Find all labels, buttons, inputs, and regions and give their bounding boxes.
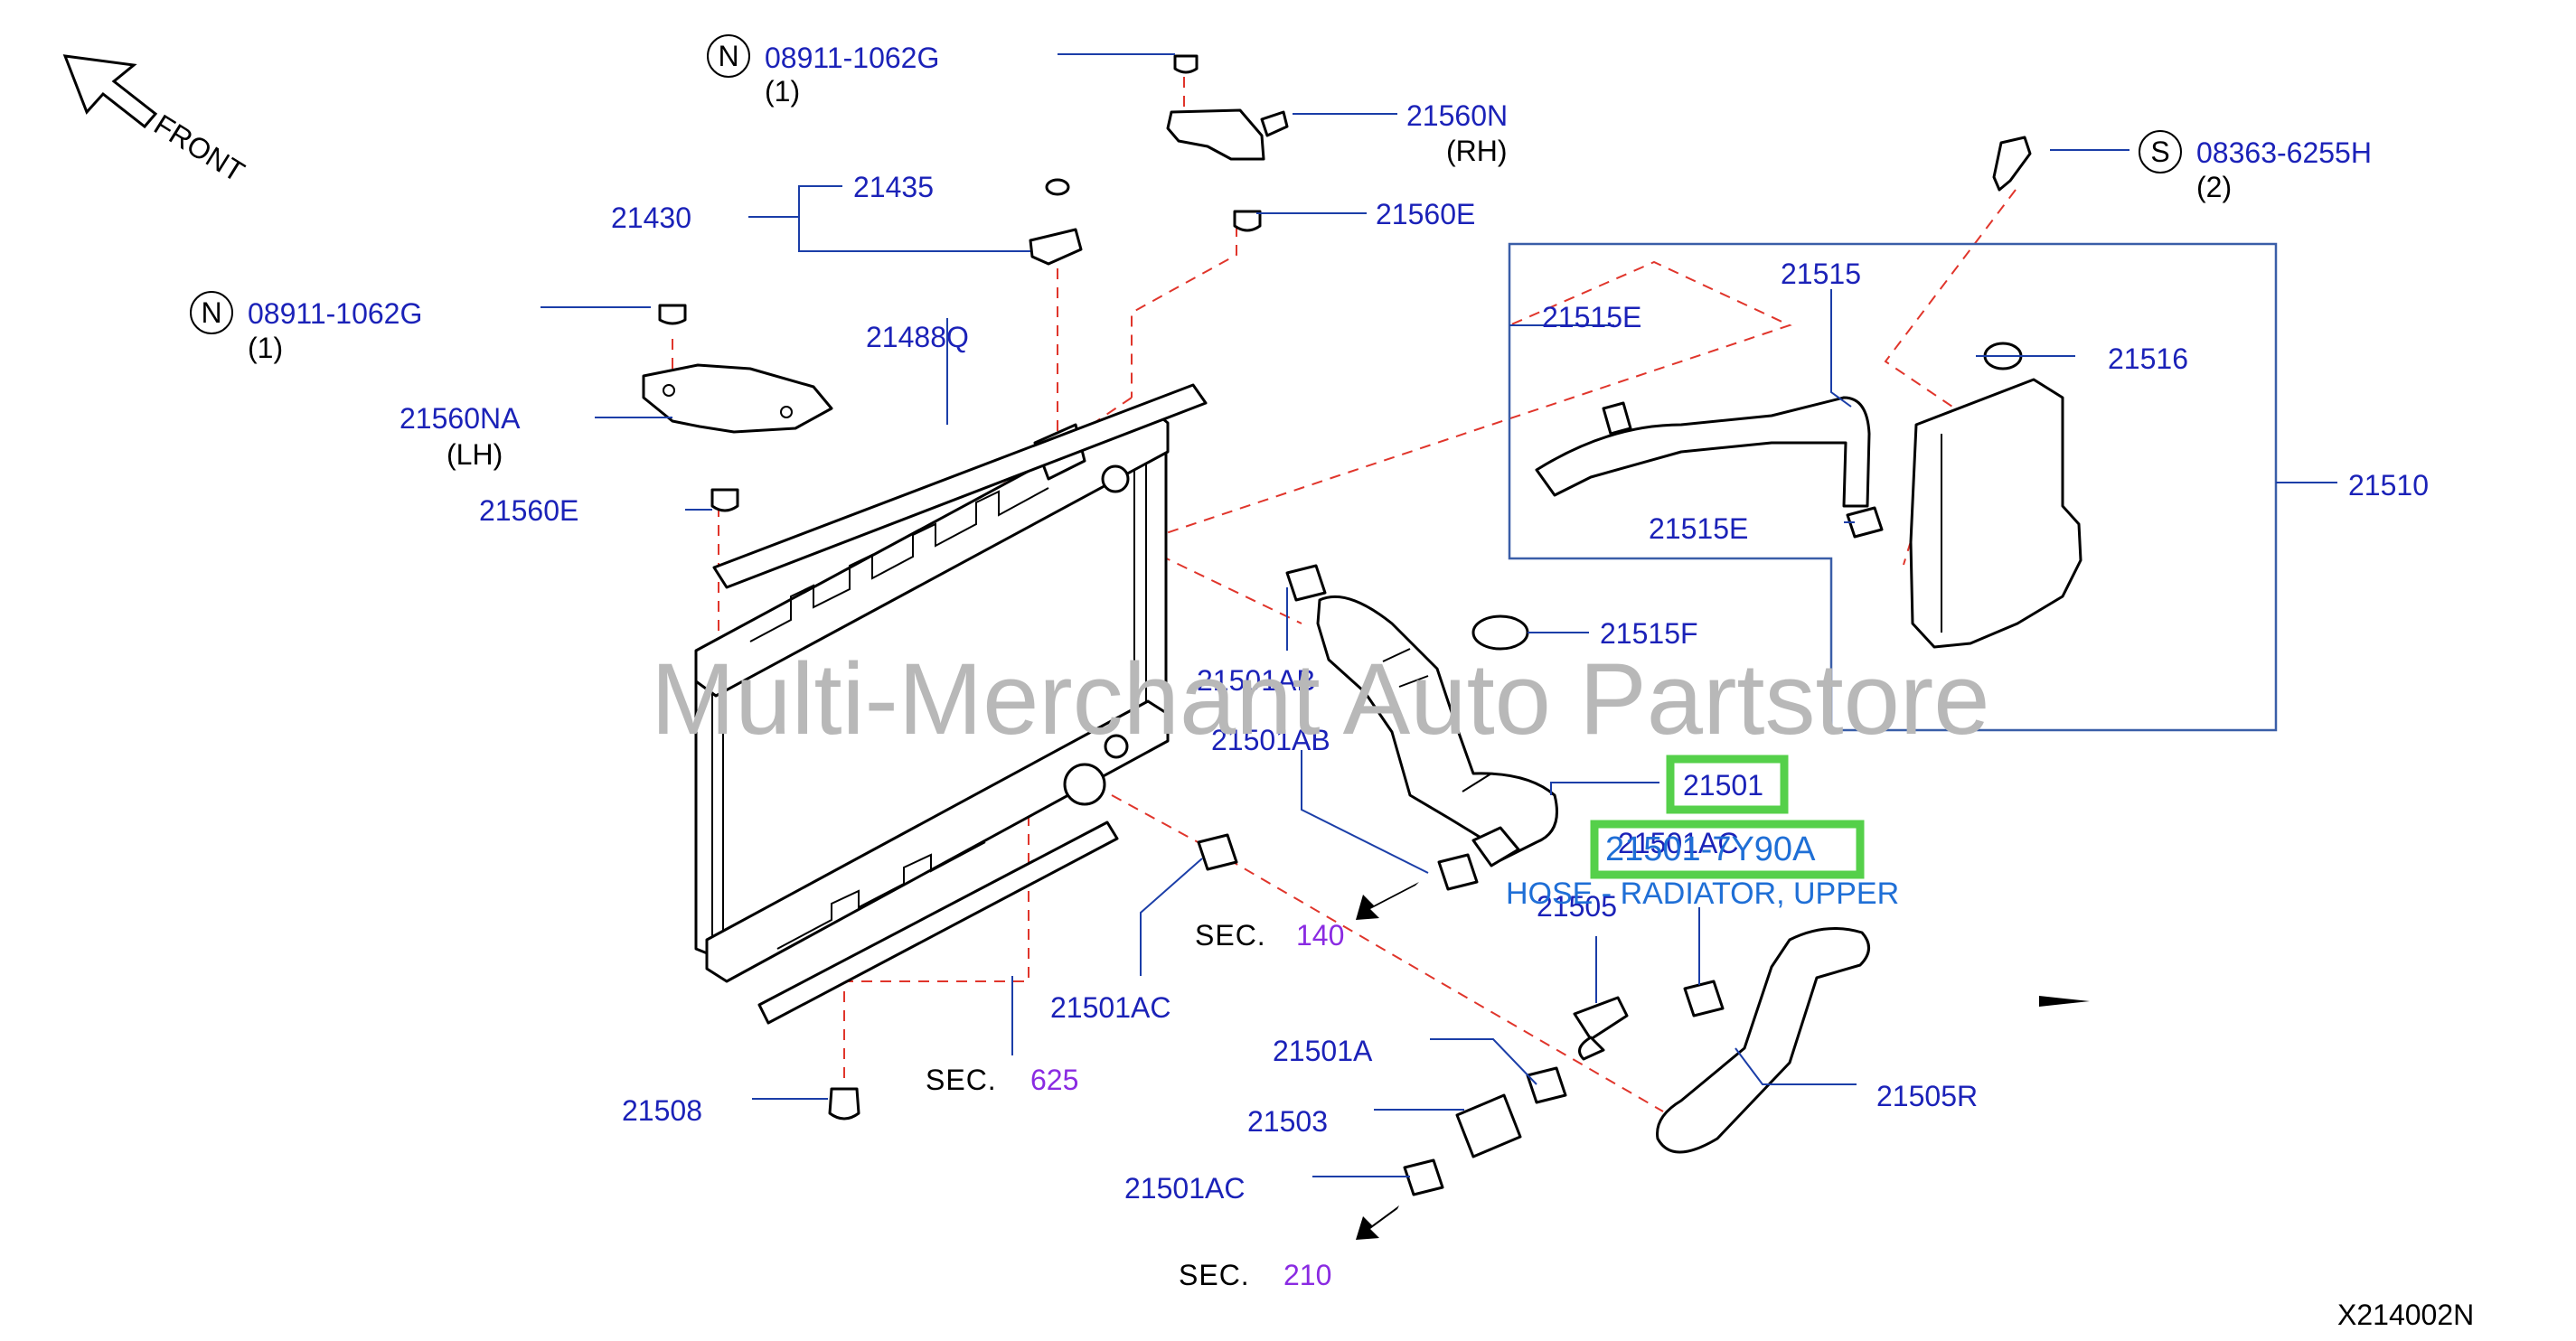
part-callouts: 21560N (RH) 21560E 21435 21430 21488Q 21…: [400, 99, 2429, 1205]
section-number-625[interactable]: 625: [1030, 1064, 1078, 1096]
section-label-210: SEC.: [1179, 1259, 1250, 1291]
mounting-brackets: [642, 108, 1289, 434]
highlight-box-part-number: [1666, 755, 1789, 814]
callout-21516[interactable]: 21516: [2108, 342, 2188, 375]
highlight-part-number[interactable]: 21501: [1683, 769, 1763, 802]
callout-21560E-left[interactable]: 21560E: [479, 494, 578, 527]
section-number-140[interactable]: 140: [1296, 919, 1344, 952]
highlighted-part: 21501 21501-7Y90A HOSE - RADIATOR, UPPER: [1506, 755, 1899, 911]
reservoir-kit-outline: [1508, 242, 2278, 732]
std-part-number-3[interactable]: 08363-6255H: [2196, 136, 2372, 169]
callout-21501AC-mid[interactable]: 21501AC: [1050, 991, 1170, 1024]
std-part-qty-1: (1): [765, 75, 800, 108]
callout-21505[interactable]: 21505: [1537, 890, 1617, 923]
callout-21560NA[interactable]: 21560NA: [400, 402, 521, 435]
std-part-number-2[interactable]: 08911-1062G: [248, 297, 422, 330]
callout-21501AC-low[interactable]: 21501AC: [1124, 1172, 1245, 1205]
highlight-oem-number[interactable]: 21501-7Y90A: [1605, 830, 1816, 868]
callout-21501AB-lower[interactable]: 21501AB: [1211, 724, 1330, 756]
callout-21515F[interactable]: 21515F: [1600, 617, 1698, 650]
std-part-qty-2: (1): [248, 332, 283, 364]
lower-radiator-hoses: [1455, 927, 1870, 1158]
callout-21510[interactable]: 21510: [2348, 469, 2429, 502]
callout-21501A[interactable]: 21501A: [1273, 1035, 1373, 1067]
upper-radiator-hose: [1316, 595, 1558, 867]
callout-rh-note: (RH): [1446, 135, 1508, 167]
highlight-description: HOSE - RADIATOR, UPPER: [1506, 877, 1899, 911]
callout-21505R[interactable]: 21505R: [1876, 1080, 1978, 1112]
hose-clamps: [1197, 564, 1725, 1196]
callout-21515[interactable]: 21515: [1781, 258, 1861, 290]
radiator-seals: [712, 383, 1208, 1025]
callout-21435[interactable]: 21435: [853, 171, 934, 203]
radiator-cap-and-bushings: [658, 54, 1262, 1121]
front-direction-arrow: FRONT: [62, 54, 250, 188]
front-label: FRONT: [148, 108, 250, 188]
coolant-reservoir: [1535, 136, 2082, 649]
standard-part-numbers: 08911-1062G (1) 08911-1062G (1) 08363-62…: [248, 42, 2372, 364]
callout-21560E-top[interactable]: 21560E: [1376, 198, 1475, 230]
callout-21515E-bottom[interactable]: 21515E: [1649, 512, 1748, 545]
section-arrows: [1356, 882, 2090, 1240]
std-symbol-3: S: [2150, 136, 2169, 168]
diagram-code: X214002N: [2337, 1299, 2474, 1331]
callout-21501AB-upper[interactable]: 21501AB: [1197, 664, 1316, 697]
callout-21503[interactable]: 21503: [1247, 1105, 1328, 1138]
std-part-number-1[interactable]: 08911-1062G: [765, 42, 939, 74]
watermark-text: Multi-Merchant Auto Partstore: [651, 642, 1989, 755]
callout-lh-note: (LH): [447, 438, 503, 471]
section-label-625: SEC.: [926, 1064, 997, 1096]
section-references: SEC. 140 SEC. 625 SEC. 210: [926, 919, 1344, 1291]
section-number-210[interactable]: 210: [1283, 1259, 1331, 1291]
callout-21488Q[interactable]: 21488Q: [866, 321, 969, 353]
std-symbol-2: N: [201, 296, 221, 329]
callout-21501AC-overlap[interactable]: 21501AC: [1618, 827, 1738, 859]
section-label-140: SEC.: [1195, 919, 1266, 952]
callout-21508[interactable]: 21508: [622, 1094, 702, 1127]
std-symbol-1: N: [718, 40, 738, 72]
radiator-core: [694, 405, 1170, 983]
leader-lines: [541, 53, 2337, 1177]
standard-part-symbols: N N S: [190, 34, 2182, 334]
callout-21515E-top[interactable]: 21515E: [1542, 301, 1641, 333]
highlight-box-oem-number: [1590, 820, 1865, 879]
callout-21560N[interactable]: 21560N: [1406, 99, 1508, 132]
std-part-qty-3: (2): [2196, 171, 2232, 203]
callout-21430[interactable]: 21430: [611, 202, 691, 234]
